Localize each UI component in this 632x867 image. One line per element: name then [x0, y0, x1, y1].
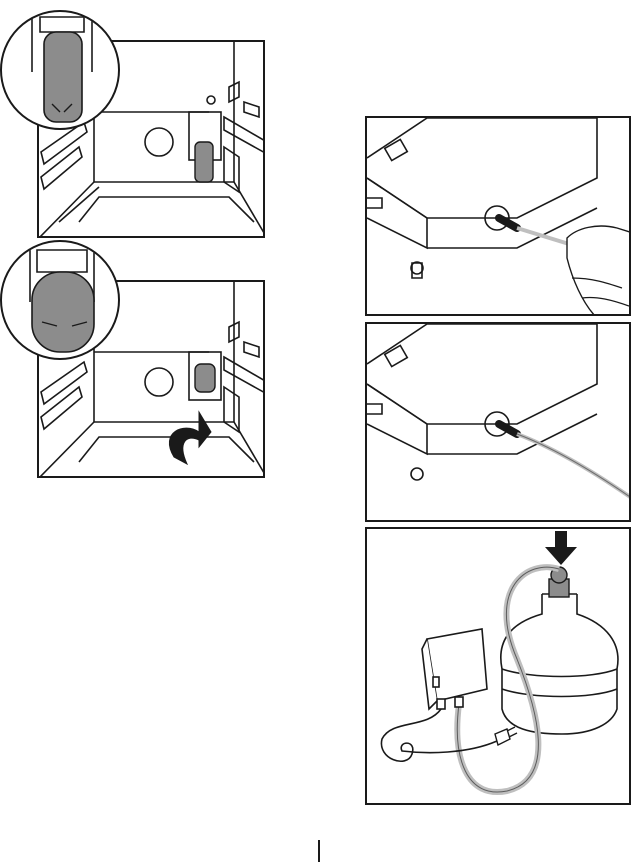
plug-icon: [495, 727, 517, 745]
pump-hose-illustration: [367, 324, 631, 522]
press-arrow-icon: [545, 531, 577, 565]
hand-icon: [567, 226, 631, 316]
pump-hose-panel-2: [365, 322, 631, 522]
filter-closeup-inset-2: [0, 240, 120, 360]
pump-bottle-illustration: [367, 529, 631, 805]
filter-cartridge-icon: [2, 12, 120, 130]
pump-hose-illustration: [367, 118, 631, 316]
filter-closeup-inset-1: [0, 10, 120, 130]
filter-cartridge-icon: [2, 242, 120, 360]
rotate-arrow-icon: [169, 412, 211, 464]
pump-bottle-panel: [365, 527, 631, 805]
pump-hose-panel-1: [365, 116, 631, 316]
page-marker: [318, 840, 320, 862]
